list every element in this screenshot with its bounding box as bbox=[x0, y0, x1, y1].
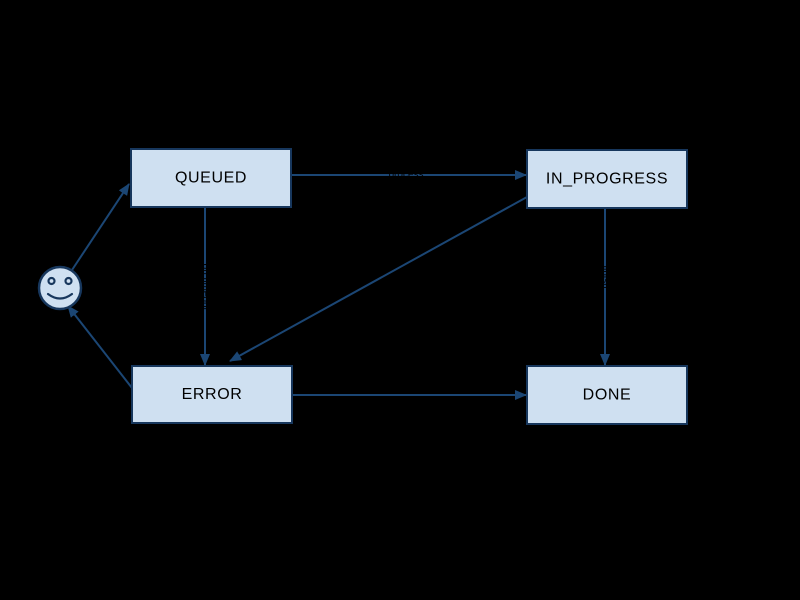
node-box-done bbox=[526, 365, 688, 425]
node-label-queued: QUEUED bbox=[175, 170, 247, 187]
smiley-mouth bbox=[46, 292, 74, 300]
smiley-left-eye bbox=[47, 276, 56, 286]
node-box-in_progress bbox=[526, 149, 688, 209]
state-node-in_progress: IN_PROGRESS bbox=[526, 149, 688, 209]
state-node-done: DONE bbox=[526, 365, 688, 425]
start-state-smiley bbox=[37, 265, 83, 311]
node-label-error: ERROR bbox=[182, 386, 243, 403]
edge-label-in_progress-error: error occurred bbox=[358, 248, 418, 288]
node-label-in_progress: IN_PROGRESS bbox=[546, 171, 668, 188]
edge-label-in_progress-done: finish bbox=[600, 265, 611, 288]
edge-error-start bbox=[67, 305, 133, 389]
edge-in_progress-error bbox=[229, 196, 528, 362]
state-node-error: ERROR bbox=[131, 365, 293, 424]
edge-label-queued-in_progress: process bbox=[388, 170, 423, 181]
edge-label-queued-error: on timeout bbox=[200, 264, 211, 311]
smiley-right-eye bbox=[64, 276, 73, 286]
smiley-icon bbox=[37, 265, 83, 311]
node-box-queued bbox=[130, 148, 292, 208]
state-node-queued: QUEUED bbox=[130, 148, 292, 208]
node-box-error bbox=[131, 365, 293, 424]
node-label-done: DONE bbox=[583, 387, 632, 404]
edge-start-queued bbox=[71, 183, 130, 271]
